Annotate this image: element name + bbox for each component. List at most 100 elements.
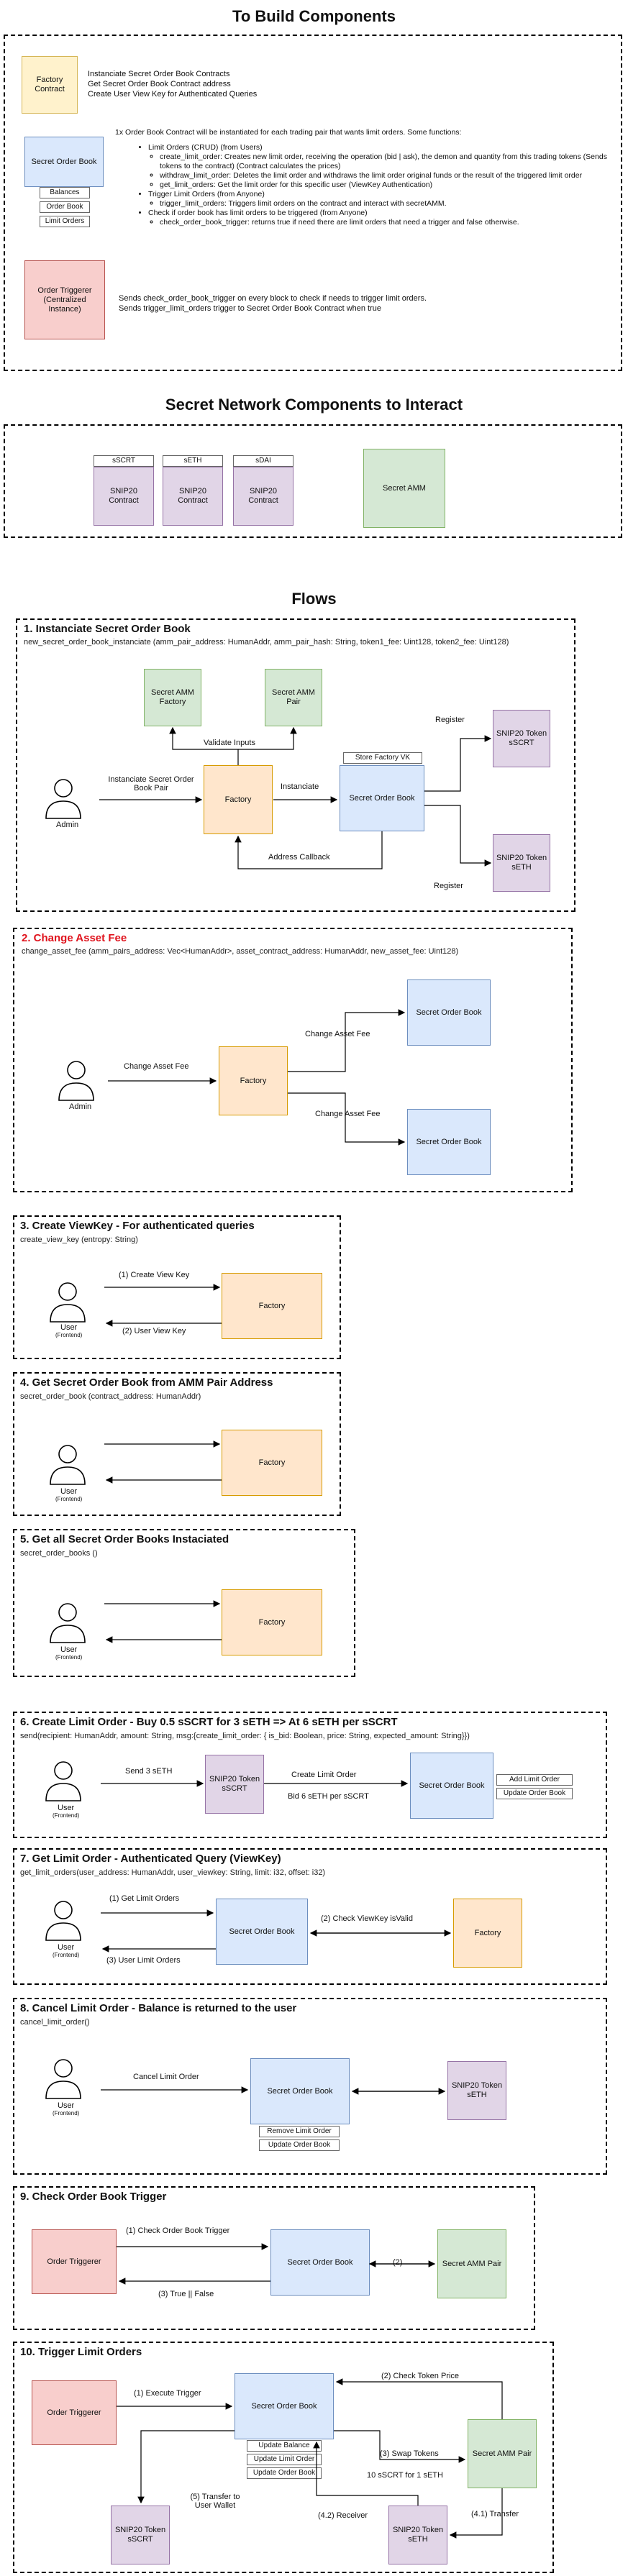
sob-tag-balances: Balances [40,187,90,198]
flow5-frame [13,1529,355,1677]
f6-create-label: Create Limit Order [291,1771,357,1779]
f8-cancel-label: Cancel Limit Order [133,2073,199,2081]
build-components-frame [4,35,622,371]
f10-token-seth: SNIP20 Token sETH [388,2506,447,2564]
f5-factory: Factory [222,1589,322,1655]
sob-item-check-sub: check_order_book_trigger: returns true i… [160,218,611,227]
f9-secret-order-book: Secret Order Book [270,2229,370,2296]
f5-frontend-label: (Frontend) [55,1654,83,1661]
token-tag-seth: sETH [163,455,223,467]
f4-frontend-label: (Frontend) [55,1496,83,1502]
factory-desc-line: Instanciate Secret Order Book Contracts [88,70,230,78]
snip20-contract-sscrt: SNIP20 Contract [94,467,154,526]
flow3-frame [13,1215,341,1359]
secret-order-book-box: Secret Order Book [24,137,104,187]
flow8-signature: cancel_limit_order() [20,2018,90,2027]
f1-amm-pair: Secret AMM Pair [265,669,322,726]
f9-order-triggerer: Order Triggerer [32,2229,117,2294]
flow3-title: 3. Create ViewKey - For authenticated qu… [20,1220,255,1232]
f10-tag-update-balance: Update Balance [247,2440,322,2452]
f10-transfer-label: (4.1) Transfer [471,2510,519,2518]
f6-user-label: User [58,1804,75,1812]
flow7-signature: get_limit_orders(user_address: HumanAddr… [20,1868,326,1877]
sob-item-trigger: Trigger Limit Orders (from Anyone) [148,190,265,198]
f2-factory: Factory [219,1046,288,1115]
f8-tag-update-order-book: Update Order Book [259,2139,340,2151]
factory-desc-line: Get Secret Order Book Contract address [88,80,231,88]
snip20-contract-seth: SNIP20 Contract [163,467,223,526]
f10-receiver-label: (4.2) Receiver [318,2511,368,2520]
f7-secret-order-book: Secret Order Book [216,1899,308,1965]
flow10-frame [13,2342,554,2573]
order-triggerer-box: Order Triggerer (Centralized Instance) [24,260,105,339]
f2-sob1: Secret Order Book [407,979,491,1046]
f3-user-label: User [60,1323,78,1332]
f9-secret-amm-pair: Secret AMM Pair [437,2229,506,2298]
f10-tag-update-limit-order: Update Limit Order [247,2454,322,2465]
flow5-signature: secret_order_books () [20,1549,98,1558]
f10-tag-update-order-book: Update Order Book [247,2467,322,2479]
sob-item-withdraw: withdraw_limit_order: Deletes the limit … [160,171,611,181]
f1-token-seth: SNIP20 Token sETH [493,834,550,892]
f7-user-label: User [58,1943,75,1952]
f8-frontend-label: (Frontend) [53,2110,80,2116]
f1-register-label: Register [435,716,465,724]
sob-item-trigger-sub: trigger_limit_orders: Triggers limit ord… [160,199,611,209]
f6-bid-label: Bid 6 sETH per sSCRT [288,1792,369,1801]
triggerer-desc-line: Sends trigger_limit_orders trigger to Se… [119,304,381,313]
flow4-signature: secret_order_book (contract_address: Hum… [20,1392,201,1401]
f1-secret-order-book: Secret Order Book [340,765,424,831]
admin-person-icon [45,779,81,819]
secret-amm-box: Secret AMM [363,449,445,528]
flow6-frame [13,1712,607,1838]
flow4-frame [13,1372,341,1516]
heading-build: To Build Components [232,7,396,25]
f3-arrow1-label: (1) Create View Key [119,1271,190,1279]
f1-factory: Factory [204,765,273,834]
flow8-frame [13,1998,607,2175]
f9-arrow1-label: (1) Check Order Book Trigger [126,2226,230,2235]
f10-secret-order-book: Secret Order Book [235,2373,334,2439]
f3-frontend-label: (Frontend) [55,1332,83,1338]
user-person-icon [50,1445,86,1485]
f10-transfer-user-label: (5) Transfer to User Wallet [190,2493,240,2510]
user-person-icon [45,1761,81,1801]
heading-network: Secret Network Components to Interact [165,396,463,414]
sob-item-limit-orders: Limit Orders (CRUD) (from Users) [148,143,263,152]
f7-arrow3-label: (2) Check ViewKey isValid [321,1914,413,1923]
heading-flows: Flows [291,590,337,608]
flow2-title: 2. Change Asset Fee [22,932,127,944]
f3-arrow2-label: (2) User View Key [122,1327,186,1335]
f8-user-label: User [58,2101,75,2110]
f4-user-label: User [60,1487,78,1496]
f6-tag-update-order-book: Update Order Book [496,1788,573,1799]
f5-user-label: User [60,1645,78,1654]
f2-change1-label: Change Asset Fee [305,1030,370,1038]
f10-arrow1-label: (1) Execute Trigger [134,2389,201,2398]
flow9-title: 9. Check Order Book Trigger [20,2191,167,2203]
f9-arrow2-label: (3) True || False [158,2290,214,2298]
flow6-title: 6. Create Limit Order - Buy 0.5 sSCRT fo… [20,1716,398,1728]
flow7-title: 7. Get Limit Order - Authenticated Query… [20,1853,281,1865]
user-person-icon [50,1603,86,1643]
sob-intro: 1x Order Book Contract will be instantia… [115,128,462,137]
f8-token-seth: SNIP20 Token sETH [447,2061,506,2120]
snip20-contract-sdai: SNIP20 Contract [233,467,293,526]
triggerer-description: Sends check_order_book_trigger on every … [119,293,608,314]
f7-arrow1-label: (1) Get Limit Orders [109,1894,180,1903]
sob-description: 1x Order Book Contract will be instantia… [115,128,611,227]
f2-sob2: Secret Order Book [407,1109,491,1175]
flow8-title: 8. Cancel Limit Order - Balance is retur… [20,2002,297,2014]
sob-tag-limit-orders: Limit Orders [40,216,90,227]
f1-validate-label: Validate Inputs [204,739,255,747]
token-tag-sdai: sDAI [233,455,293,467]
f4-factory: Factory [222,1430,322,1496]
f2-admin-label: Admin [69,1102,92,1111]
f7-frontend-label: (Frontend) [53,1952,80,1958]
f6-frontend-label: (Frontend) [53,1812,80,1819]
f9-arrow3-label: (2) [393,2258,403,2267]
f8-secret-order-book: Secret Order Book [250,2058,350,2124]
user-person-icon [45,1901,81,1941]
factory-desc-line: Create User View Key for Authenticated Q… [88,90,258,99]
f10-check-price-label: (2) Check Token Price [381,2372,460,2380]
